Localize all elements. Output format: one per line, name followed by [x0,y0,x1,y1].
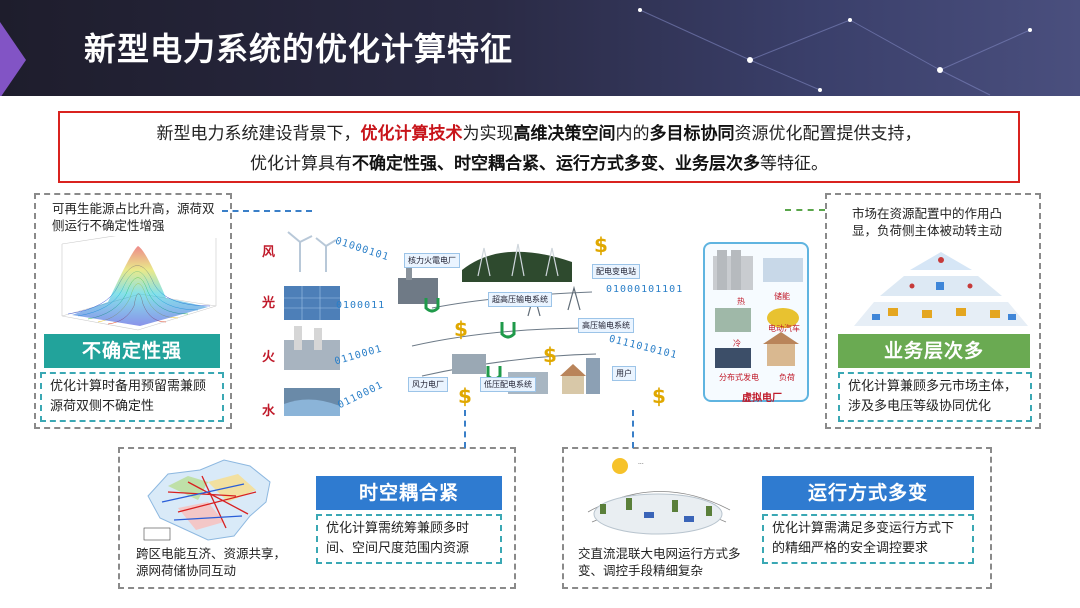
tag-hv: 高压输电系统 [578,318,634,333]
tag-user: 用户 [612,366,636,381]
source-hydro-label: 水 [262,404,276,419]
header-accent-wedge [0,22,26,96]
dollar-icon: $ [454,317,468,341]
vpp-label: 虚拟电厂 [742,393,782,404]
wind-turbine-icon [287,231,337,272]
svg-text:···: ··· [638,461,644,468]
summary-bold: 多目标协同 [649,124,735,144]
uncertainty-label: 不确定性强 [44,334,220,368]
data-bits: 0100011 [336,300,386,311]
summary-line-2: 优化计算具有不确定性强、时空耦合紧、运行方式多变、业务层次多等特征。 [60,149,1018,179]
spatiotemporal-desc: 优化计算需统筹兼顾多时间、空间尺度范围内资源 [316,514,502,564]
business-note: 市场在资源配置中的作用凸显，负荷侧主体被动转主动 [852,206,1003,238]
connector-right [785,209,825,211]
summary-text: 新型电力系统建设背景下， [156,124,361,144]
connector-bottom-right [632,410,634,448]
solar-panel-icon [284,286,340,320]
vpp-item-storage: 储能 [774,292,790,301]
tag-distribution-substation: 配电变电站 [592,264,640,279]
summary-highlight: 优化计算技术 [360,124,463,144]
china-grid-map-image [143,459,271,541]
business-label: 业务层次多 [838,334,1030,368]
page-title: 新型电力系统的优化计算特征 [84,30,514,68]
dollar-icon: $ [543,343,557,367]
vpp-item-distributed-gen: 分布式发电 [719,373,759,382]
gaussian-surface-image [61,236,217,331]
header-band: 新型电力系统的优化计算特征 [0,0,1080,96]
summary-text: 为实现 [462,124,514,144]
dollar-icon: $ [594,233,608,257]
source-images [284,231,340,416]
operation-note: 交直流混联大电网运行方式多变、调控手段精细复杂 [578,546,741,578]
summary-line-1: 新型电力系统建设背景下，优化计算技术为实现高维决策空间内的多目标协同资源优化配置… [60,119,1018,149]
spatiotemporal-label: 时空耦合紧 [316,476,502,510]
hybrid-grid-image: ··· [587,458,731,535]
vpp-item-heat: 热 [737,297,745,306]
connector-left [222,210,312,212]
market-layers-image [854,252,1028,326]
tag-lv: 低压配电系统 [480,377,536,392]
summary-text: 内的 [615,124,650,144]
summary-text: 优化计算具有 [250,154,352,174]
vpp-assets-image [713,250,803,368]
dollar-icon: $ [652,384,666,408]
summary-text: 等特征。 [760,154,828,174]
thermal-plant-icon [284,340,340,370]
summary-bold: 高维决策空间 [513,124,616,144]
source-wind-label: 风 [262,245,276,260]
vpp-item-load: 负荷 [779,373,795,382]
data-bits: 01000101101 [606,284,684,295]
operation-desc: 优化计算需满足多变运行方式下的精细严格的安全调控要求 [762,514,974,564]
uncertainty-desc: 优化计算时备用预留需兼顾源荷双侧不确定性 [40,372,224,422]
uncertainty-note: 可再生能源占比升高，源荷双侧运行不确定性增强 [52,201,215,233]
business-desc: 优化计算兼顾多元市场主体，涉及多电压等级协同优化 [838,372,1032,422]
connector-bottom-left [464,410,466,448]
operation-label: 运行方式多变 [762,476,974,510]
grid-network-image [398,243,600,394]
tag-ehv: 超高压输电系统 [488,292,552,307]
data-bits: 0111010101 [607,333,679,362]
summary-bold: 不确定性强、时空耦合紧、运行方式多变、业务层次多 [352,154,760,174]
vpp-item-cooling: 冷 [733,339,741,348]
summary-box: 新型电力系统建设背景下，优化计算技术为实现高维决策空间内的多目标协同资源优化配置… [58,111,1020,183]
spatiotemporal-note: 跨区电能互济、资源共享，源网荷储协同互动 [136,546,287,578]
vpp-item-ev: 电动汽车 [768,324,800,333]
tag-wind-plant: 风力电厂 [408,377,448,392]
source-thermal-label: 火 [262,350,276,365]
source-solar-label: 光 [262,296,276,311]
dollar-icon: $ [458,384,472,408]
virtual-power-plant-box [703,242,809,402]
tag-plant: 核力火電电厂 [404,253,460,268]
summary-text: 资源优化配置提供支持， [734,124,922,144]
header-network-decoration [638,8,1032,96]
